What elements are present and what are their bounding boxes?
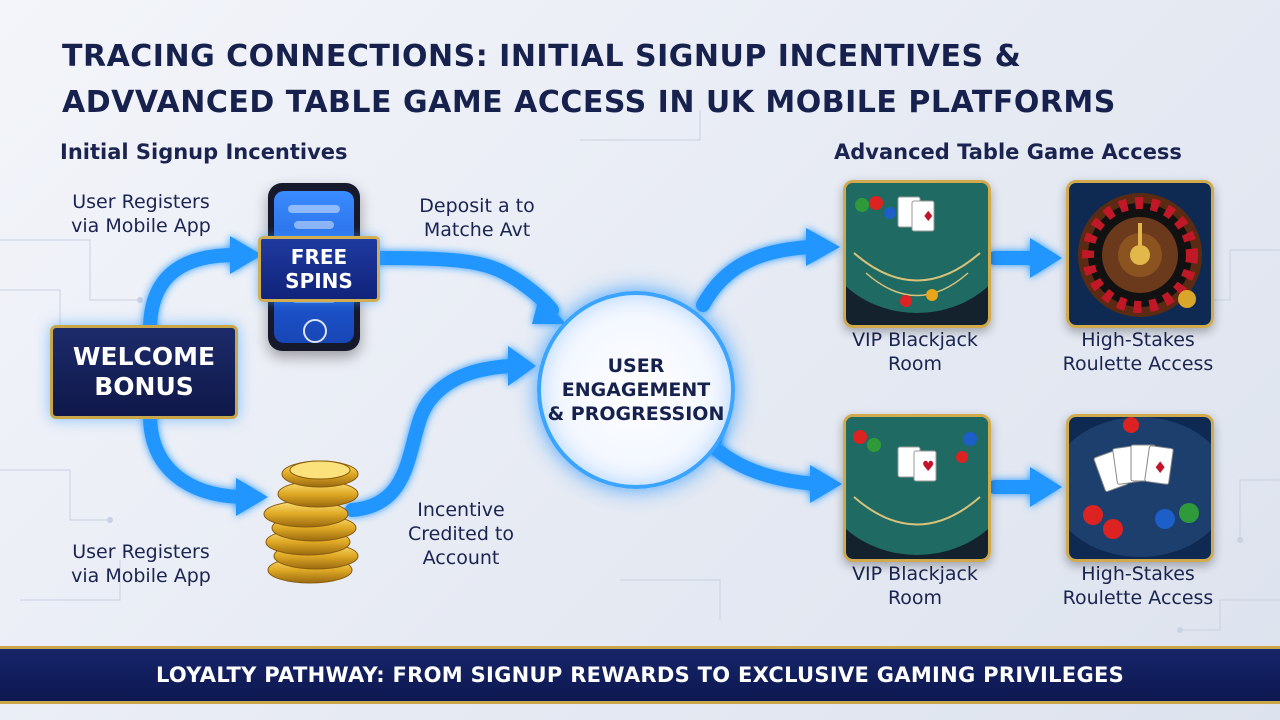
arrowhead-freespins [230,236,262,274]
arrow-engagement-to-blackjack-top [696,240,817,312]
svg-text:♦: ♦ [1153,458,1167,477]
free-spins-node: FREE SPINS [258,236,380,302]
label-deposit: Deposit a to Matche Avt [392,194,562,242]
label-line: Roulette Access [1062,353,1214,375]
engagement-line: ENGAGEMENT [561,379,711,401]
footer-banner: LOYALTY PATHWAY: FROM SIGNUP REWARDS TO … [0,646,1280,704]
arrow-freespins-to-engagement [371,251,559,317]
label-line: via Mobile App [71,565,211,587]
arrowhead-engagement-top [532,294,566,324]
arrowhead-roulette [1030,238,1062,278]
welcome-bonus-node: WELCOME BONUS [50,325,238,419]
label-line: Deposit a to [419,195,535,217]
section-heading-signup: Initial Signup Incentives [60,140,348,164]
arrowhead-blackjack-top [806,228,840,266]
label-line: High-Stakes [1081,563,1195,585]
page-title: TRACING CONNECTIONS: INITIAL SIGNUP INCE… [62,39,1116,120]
svg-text:♥: ♥ [922,459,935,475]
gold-coins-icon [263,460,359,584]
label-line: Roulette Access [1062,587,1214,609]
label-line: Matche Avt [423,219,531,241]
label-line: Incentive [417,499,505,521]
arrowhead-coins [236,478,268,516]
label-line: VIP Blackjack [852,563,978,585]
label-blackjack-top: VIP Blackjack Room [830,328,1000,376]
label-line: VIP Blackjack [852,329,978,351]
label-line: User Registers [72,191,210,213]
arrow-engagement-to-blackjack-bottom [701,435,822,491]
arrowhead-poker [1030,467,1062,507]
arrow-welcome-to-coins [143,408,247,504]
arrowhead-engagement-bottom [508,346,536,386]
blackjack-table-icon: ♥ [843,414,991,562]
label-roulette-top: High-Stakes Roulette Access [1048,328,1228,376]
blackjack-table-icon: ♦ [843,180,991,328]
label-line: Room [887,587,943,609]
label-roulette-bottom: High-Stakes Roulette Access [1048,562,1228,610]
arrow-welcome-to-freespins [143,248,242,337]
poker-cards-chips-icon: ♦ [1066,414,1214,562]
arrowhead-blackjack-bottom [810,465,842,503]
label-line: Account [422,547,500,569]
engagement-line: USER [607,355,665,377]
engagement-line: & PROGRESSION [547,403,725,425]
label-line: Room [887,353,943,375]
welcome-bonus-line: WELCOME [72,342,216,371]
arrow-coins-to-engagement [345,359,517,517]
free-spins-line: FREE [290,245,348,269]
section-heading-table-games: Advanced Table Game Access [834,140,1182,164]
welcome-bonus-line: BONUS [94,372,194,401]
label-line: High-Stakes [1081,329,1195,351]
svg-text:♦: ♦ [922,209,935,225]
label-line: User Registers [72,541,210,563]
label-register-bottom: User Registers via Mobile App [46,540,236,588]
label-blackjack-bottom: VIP Blackjack Room [830,562,1000,610]
free-spins-line: SPINS [285,269,353,293]
roulette-wheel-icon [1066,180,1214,328]
label-line: via Mobile App [71,215,211,237]
label-credited: Incentive Credited to Account [386,498,536,570]
label-line: Credited to [407,523,514,545]
engagement-progression-node: USER ENGAGEMENT & PROGRESSION [537,291,735,489]
label-register-top: User Registers via Mobile App [46,190,236,238]
